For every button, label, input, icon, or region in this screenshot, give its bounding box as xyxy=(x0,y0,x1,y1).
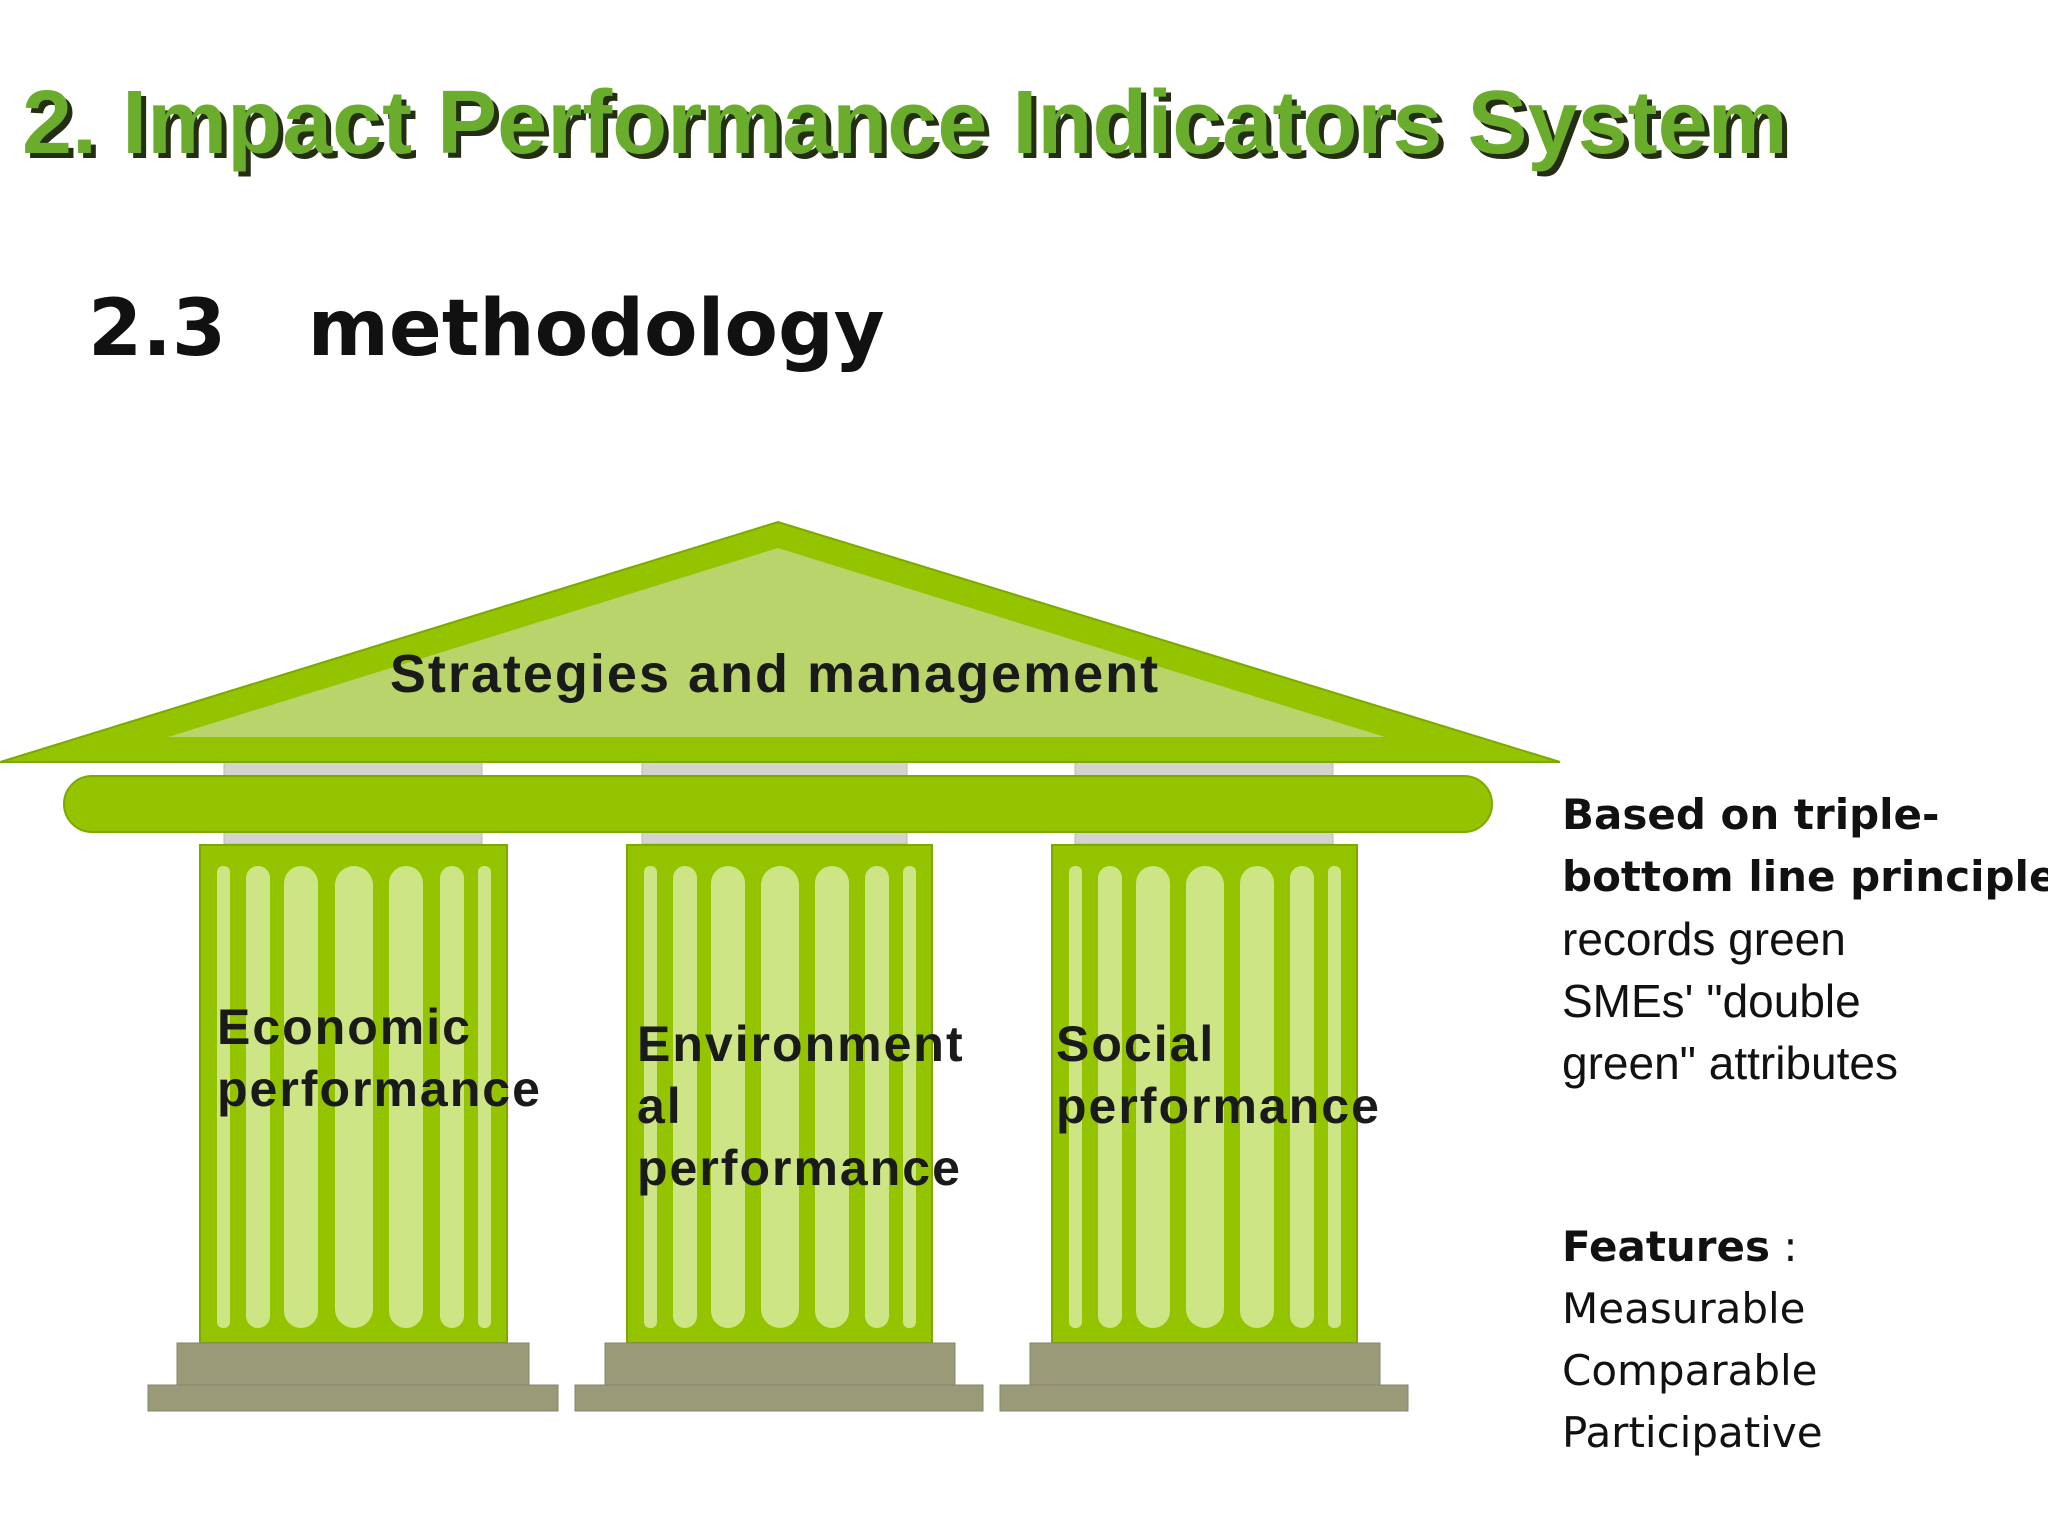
pillar-social: Social performance xyxy=(999,844,1409,1412)
features-separator: : xyxy=(1770,1222,1798,1271)
feature-item: Participative xyxy=(1562,1408,1823,1457)
principle-bold-line-1: Based on triple- xyxy=(1562,790,1940,839)
pillar-social-label-1: Social xyxy=(1056,1016,1215,1072)
principle-line-1: records green xyxy=(1562,913,1846,965)
principle-line-2: SMEs' "double xyxy=(1562,975,1861,1027)
roof-label: Strategies and management xyxy=(390,644,1160,704)
feature-item: Comparable xyxy=(1562,1346,1818,1395)
svg-text:Environment al: Environment al performance xyxy=(637,1016,981,1196)
column-connectors xyxy=(223,761,1334,845)
svg-text:Economic performance: Economic performance xyxy=(217,999,542,1117)
slide-title: 2. Impact Performance Indicators System xyxy=(22,73,1788,173)
pillar-environmental-label-1: Environment xyxy=(637,1016,965,1072)
features-note: Features : Measurable Comparable Partici… xyxy=(1562,1214,1823,1464)
principle-line-3: green" attributes xyxy=(1562,1037,1898,1089)
pillar-social-label-2: performance xyxy=(1056,1078,1381,1134)
pillar-economic-label-2: performance xyxy=(217,1061,542,1117)
pillar-economic: Economic performance xyxy=(147,844,559,1412)
svg-text:Social performance: Social performance xyxy=(1056,1016,1381,1134)
principle-bold-line-2: bottom line principle xyxy=(1562,852,2048,901)
features-heading: Features : xyxy=(1562,1214,1823,1278)
pillar-economic-label-1: Economic xyxy=(217,999,472,1055)
principle-note: Based on triple- bottom line principle r… xyxy=(1562,784,2048,1094)
feature-item: Measurable xyxy=(1562,1284,1806,1333)
slide-subtitle: 2.3 methodology xyxy=(88,284,885,374)
roof: Strategies and management xyxy=(0,520,1561,763)
pillar-environmental-label-3: performance xyxy=(637,1140,962,1196)
beam xyxy=(63,775,1493,833)
pillar-environmental-label-2: al xyxy=(637,1078,683,1134)
pillar-environmental: Environment al performance xyxy=(574,844,984,1412)
features-label: Features xyxy=(1562,1222,1770,1271)
